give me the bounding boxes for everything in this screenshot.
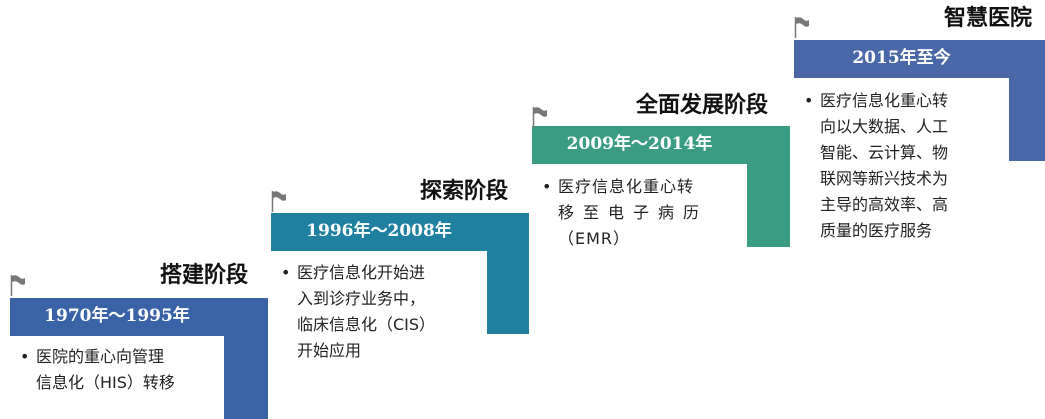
bullet-icon: •: [542, 177, 552, 196]
description-line: （EMR）: [558, 229, 631, 248]
description-line: 开始应用: [297, 341, 362, 360]
stage-3-step: [532, 126, 790, 247]
description-line: 入到诊疗业务中，: [297, 289, 426, 308]
stage-title: 搭建阶段: [160, 263, 249, 288]
bullet-icon: •: [804, 91, 814, 110]
stage-period: 1996年～2008年: [306, 221, 452, 241]
stage-title: 智慧医院: [944, 6, 1033, 31]
stage-description: • 医疗信息化开始进 入到诊疗业务中， 临床信息化（CIS） 开始应用: [281, 260, 436, 364]
description-line: 医院的重心向管理: [36, 347, 165, 366]
stage-description: • 医院的重心向管理 信息化（HIS）转移: [20, 344, 175, 396]
flag-icon: [10, 274, 26, 296]
stage-title: 探索阶段: [420, 179, 509, 204]
description-line: 主导的高效率、高: [820, 195, 949, 214]
description-line: 医疗信息化重心转: [820, 91, 949, 110]
stage-1-step: [10, 298, 268, 419]
stage-2-step: [271, 213, 529, 334]
bullet-icon: •: [20, 347, 30, 366]
description-line: 信息化（HIS）转移: [36, 373, 175, 392]
description-line: 医疗信息化开始进: [297, 263, 426, 282]
description-line: 智能、云计算、物: [820, 143, 949, 162]
stage-period: 2015年至今: [852, 48, 951, 68]
description-line: 联网等新兴技术为: [820, 169, 949, 188]
description-line: 临床信息化（CIS）: [297, 315, 436, 334]
flag-icon: [794, 16, 810, 38]
flag-icon: [532, 106, 548, 128]
stage-title: 全面发展阶段: [636, 93, 769, 118]
flag-icon: [271, 190, 287, 212]
description-line: 质量的医疗服务: [820, 221, 933, 240]
description-line: 移至电子病历: [558, 203, 709, 222]
stage-description: • 医疗信息化重心转 向以大数据、人工 智能、云计算、物 联网等新兴技术为 主导…: [804, 88, 949, 244]
description-line: 向以大数据、人工: [820, 117, 949, 136]
stage-4-step: [794, 40, 1045, 161]
stage-period: 2009年～2014年: [566, 134, 713, 154]
description-line: 医疗信息化重心转: [558, 177, 695, 196]
bullet-icon: •: [281, 263, 291, 282]
stage-description: • 医疗信息化重心转 移至电子病历 （EMR）: [542, 174, 709, 252]
stage-period: 1970年～1995年: [44, 306, 190, 326]
